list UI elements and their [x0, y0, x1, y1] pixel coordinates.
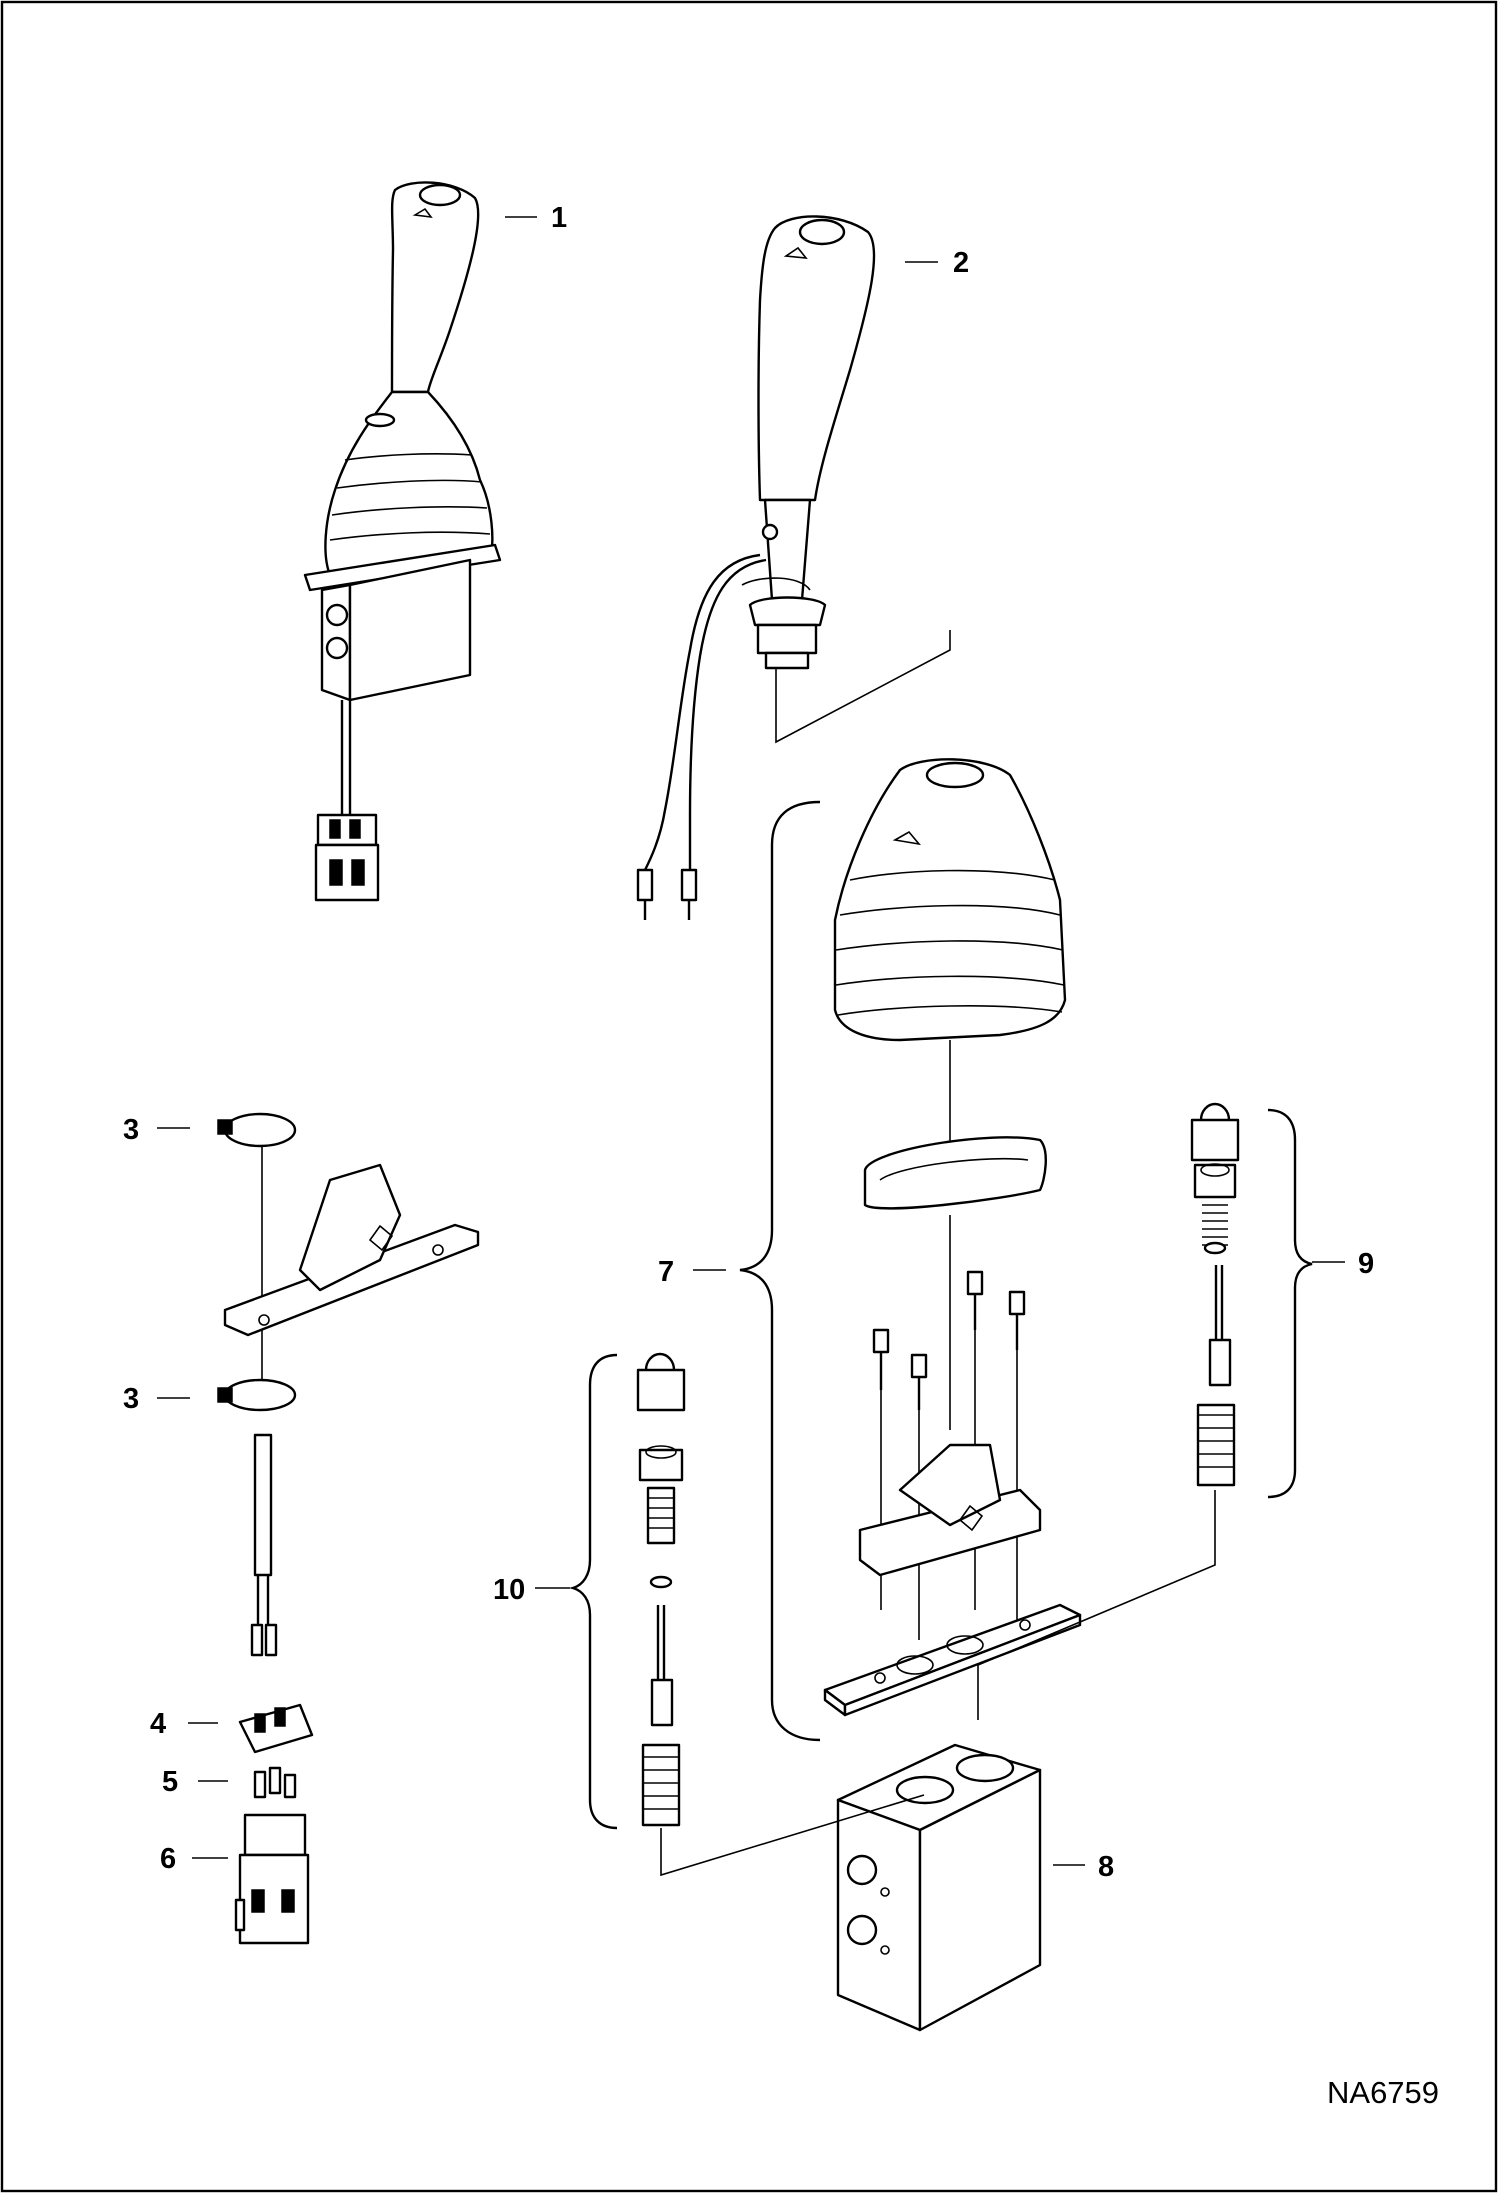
- callout-3-bottom: 3: [123, 1383, 139, 1415]
- leader-lines: [157, 216, 1345, 1866]
- callout-2: 2: [953, 247, 969, 279]
- part-4-connector-lock: [238, 1703, 314, 1754]
- figure-id: NA6759: [1327, 2075, 1439, 2110]
- part-1-joystick-assembly: [303, 181, 502, 902]
- part-8-valve-block: [836, 1743, 1042, 2032]
- callout-8: 8: [1098, 1851, 1114, 1883]
- brace-10: [568, 1353, 618, 1830]
- callout-10: 10: [493, 1574, 525, 1606]
- brace-7: [739, 800, 821, 1742]
- callout-3-top: 3: [123, 1114, 139, 1146]
- part-2-handle-with-harness: [636, 215, 951, 920]
- part-3-clamps-and-base: [217, 1112, 480, 1657]
- part-10-plunger-assembly: [636, 1352, 925, 1877]
- callout-5: 5: [162, 1766, 178, 1798]
- callout-9: 9: [1358, 1248, 1374, 1280]
- callout-1: 1: [551, 202, 567, 234]
- callout-labels: 1 2 3 3 4 5 6 7 8 9 10: [123, 202, 1374, 1883]
- part-9-plunger-assembly: [977, 1102, 1240, 1720]
- callout-7: 7: [658, 1256, 674, 1288]
- part-7-boot-base-assembly: [823, 758, 1082, 1717]
- brace-9: [1267, 1108, 1313, 1499]
- callout-6: 6: [160, 1843, 176, 1875]
- callout-4: 4: [150, 1708, 166, 1740]
- part-6-connector-housing: [234, 1813, 310, 1945]
- part-5-terminal-pins: [253, 1766, 297, 1799]
